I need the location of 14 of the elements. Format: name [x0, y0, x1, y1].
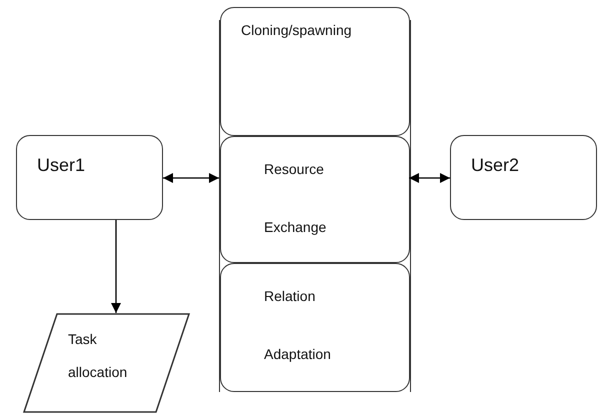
node-label: Cloning/spawning	[241, 21, 353, 40]
arrow	[409, 173, 450, 183]
rounded-box	[220, 136, 410, 263]
node-label: User2	[471, 154, 520, 176]
node-label: User1	[37, 154, 86, 176]
rounded-box	[220, 7, 410, 136]
rounded-box	[16, 135, 163, 220]
node-label: Relation Adaptation	[264, 287, 332, 364]
node-label: Resource Exchange	[264, 160, 328, 237]
arrow	[111, 220, 121, 313]
arrow	[163, 173, 219, 183]
rounded-box	[450, 135, 597, 220]
node-label: Task allocation	[68, 330, 128, 382]
rounded-box	[220, 263, 410, 392]
